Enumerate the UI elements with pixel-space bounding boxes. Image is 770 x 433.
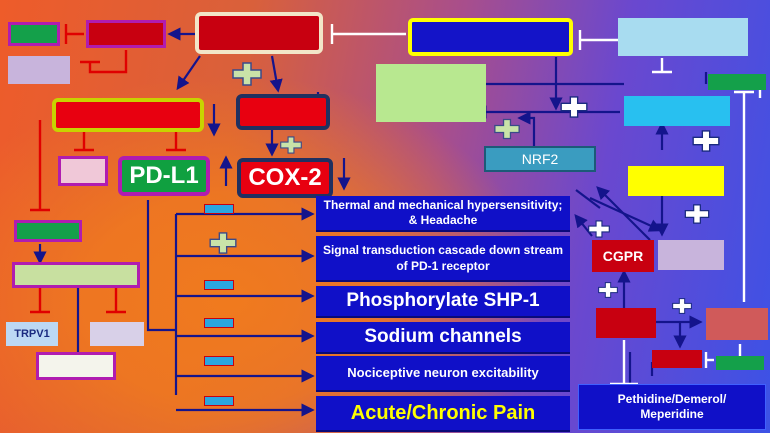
top-center-red-node <box>195 12 323 54</box>
bottom-white-node <box>36 352 116 380</box>
plus-icon <box>232 62 262 86</box>
plus-icon <box>588 220 610 238</box>
lilac-right-node <box>658 240 724 270</box>
trpv1-node: TRPV1 <box>6 322 58 346</box>
left-green-node <box>14 220 82 242</box>
top-left-red-node <box>86 20 166 48</box>
bottom-small-red-node <box>652 350 702 368</box>
plus-icon <box>280 136 302 154</box>
bottom-red-node <box>596 308 656 338</box>
light-green-node <box>376 64 486 122</box>
bottom-small-green-node <box>716 356 764 370</box>
mid-red-node <box>236 94 330 130</box>
minus-icon <box>204 280 234 290</box>
right-green-small-node <box>708 74 766 90</box>
top-yellow-outlined-node <box>408 18 573 56</box>
small-pink-node <box>58 156 108 186</box>
plus-icon <box>494 118 520 140</box>
plus-icon <box>684 204 710 224</box>
top-green-node <box>8 22 60 46</box>
wide-red-node <box>52 98 204 132</box>
minus-icon <box>204 318 234 328</box>
plus-icon <box>672 298 692 314</box>
cox-2-label: COX-2 <box>248 164 322 191</box>
left-lilac-node <box>8 56 70 84</box>
plus-icon <box>598 282 618 298</box>
plus-icon <box>209 232 237 254</box>
pd-l1-node: PD-L1 <box>118 156 210 196</box>
trpv1-label: TRPV1 <box>14 328 50 340</box>
effect-acute-chronic-pain: Acute/Chronic Pain <box>316 396 570 432</box>
cox-2-node: COX-2 <box>237 158 333 198</box>
cgpr-node: CGPR <box>592 240 654 272</box>
nrf2-label: NRF2 <box>521 151 559 167</box>
effect-phosphorylate-shp1: Phosphorylate SHP-1 <box>316 286 570 318</box>
effect-thermal-hypersensitivity: Thermal and mechanical hypersensitivity;… <box>316 196 570 232</box>
pd-l1-label: PD-L1 <box>129 162 199 189</box>
effect-sodium-channels: Sodium channels <box>316 322 570 354</box>
effect-signal-transduction: Signal transduction cascade down stream … <box>316 236 570 282</box>
minus-icon <box>204 204 234 214</box>
plus-icon <box>692 130 720 152</box>
effect-neuron-excitability: Nociceptive neuron excitability <box>316 356 570 392</box>
drug-pethidine-node: Pethidine/Demerol/ Meperidine <box>578 384 766 430</box>
drug-label: Pethidine/Demerol/ Meperidine <box>617 392 727 421</box>
minus-icon <box>204 396 234 406</box>
left-pale-green-node <box>12 262 140 288</box>
plus-icon <box>560 96 588 118</box>
cgpr-label: CGPR <box>602 248 644 264</box>
minus-icon <box>204 356 234 366</box>
left-lilac-small-node <box>90 322 144 346</box>
bottom-salmon-node <box>706 308 768 340</box>
yellow-node <box>628 166 724 196</box>
top-right-lightblue-node <box>618 18 748 56</box>
nrf2-node: NRF2 <box>484 146 596 172</box>
cyan-node <box>624 96 730 126</box>
